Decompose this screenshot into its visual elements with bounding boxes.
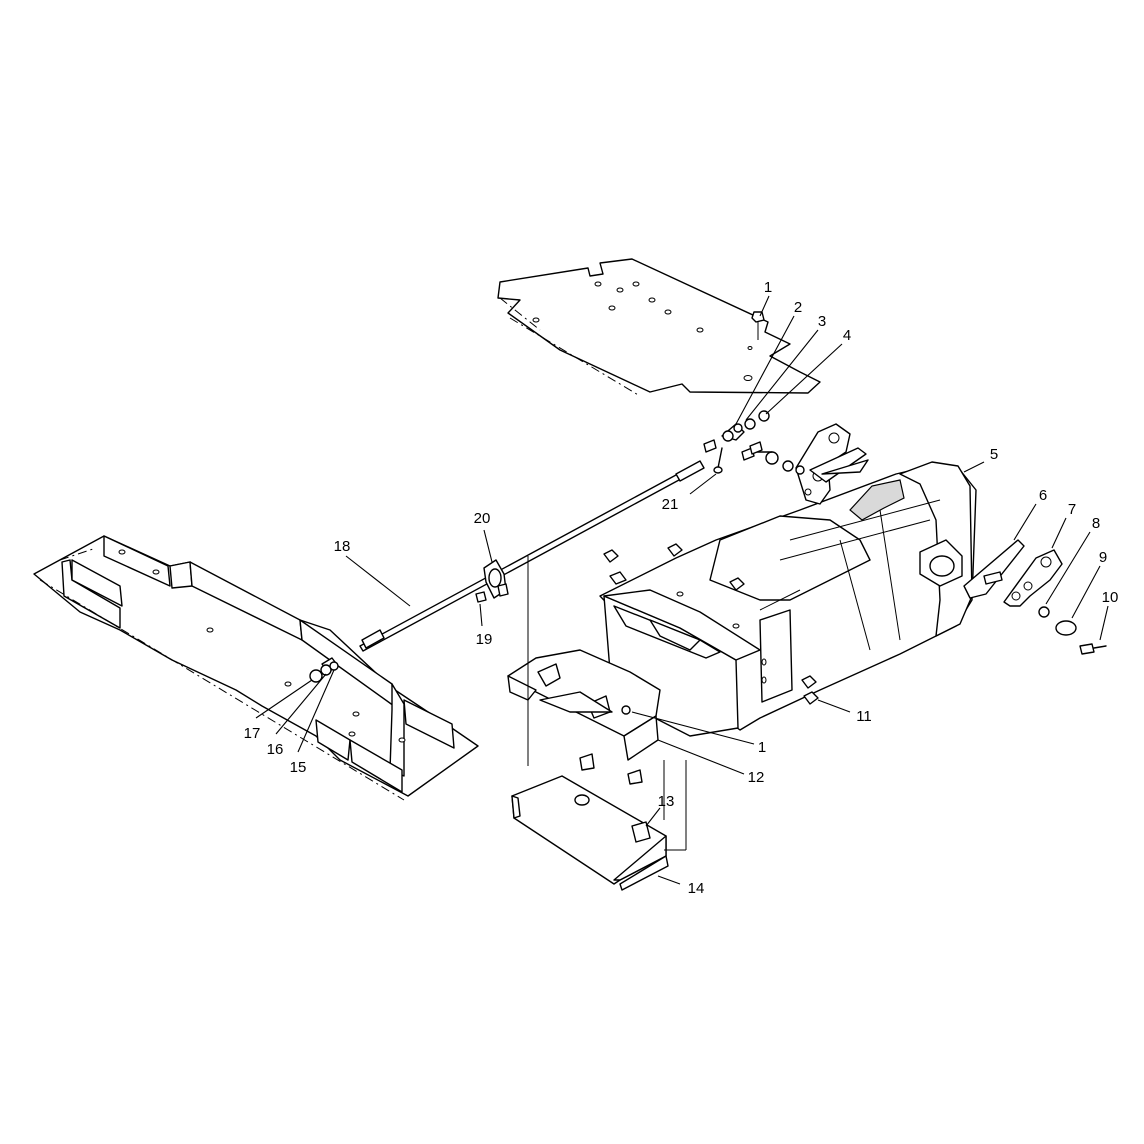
upper-latch-assembly xyxy=(741,423,869,505)
callout-16: 16 xyxy=(267,741,284,758)
callout-leaders xyxy=(255,295,1109,885)
callout-8: 8 xyxy=(1092,515,1100,532)
callout-6: 6 xyxy=(1039,487,1047,504)
callout-21: 21 xyxy=(662,496,679,513)
bolt-icon xyxy=(475,591,487,603)
washer-icon xyxy=(733,423,743,433)
callout-3: 3 xyxy=(818,313,826,330)
callout-5: 5 xyxy=(990,446,998,463)
nut-icon xyxy=(309,669,323,683)
rod-clip-bracket xyxy=(475,559,509,603)
callout-7: 7 xyxy=(1068,501,1076,518)
callout-12: 12 xyxy=(748,769,765,786)
housing-nuts xyxy=(603,543,819,705)
callout-1-bottom: 1 xyxy=(758,739,766,756)
left-frame-rail xyxy=(33,535,479,801)
pivot-boss xyxy=(919,539,963,587)
pivot-hardware-group xyxy=(703,311,770,474)
washer-icon xyxy=(320,664,332,676)
control-rod xyxy=(359,460,705,652)
callout-17: 17 xyxy=(244,725,261,742)
spacer-icon xyxy=(1038,606,1050,618)
latch-plate-icon xyxy=(963,539,1025,599)
callout-19: 19 xyxy=(476,631,493,648)
bolt-icon xyxy=(631,821,651,843)
callout-11: 11 xyxy=(856,708,872,725)
callout-10: 10 xyxy=(1102,589,1119,606)
bolt-icon xyxy=(1079,643,1095,655)
rail-hardware-group xyxy=(309,661,339,683)
washer-icon xyxy=(1055,620,1077,636)
callout-18: 18 xyxy=(334,538,351,555)
alignment-lines xyxy=(527,556,687,851)
callout-9: 9 xyxy=(1099,549,1107,566)
nut-icon xyxy=(621,705,631,715)
callout-14: 14 xyxy=(688,880,705,897)
callout-20: 20 xyxy=(474,510,491,527)
washer-icon xyxy=(765,451,779,465)
main-tunnel-housing xyxy=(599,461,977,737)
mounting-bracket xyxy=(507,649,661,785)
callout-13: 13 xyxy=(658,793,675,810)
callout-4: 4 xyxy=(843,327,851,344)
right-latch-assembly xyxy=(963,539,1107,655)
callout-labels: 1 2 3 4 5 6 7 8 9 10 11 1 12 13 14 15 16… xyxy=(244,279,1119,897)
lower-cover xyxy=(511,775,669,891)
callout-2: 2 xyxy=(794,299,802,316)
callout-15: 15 xyxy=(290,759,307,776)
bolt-icon xyxy=(579,753,595,771)
top-mounting-plate xyxy=(497,258,821,397)
lever-handle-icon xyxy=(849,479,905,521)
nut-icon xyxy=(603,549,619,563)
callout-1-top: 1 xyxy=(764,279,772,296)
grommet-icon xyxy=(574,794,590,806)
bushing-icon xyxy=(329,661,339,671)
nut-icon xyxy=(751,311,765,323)
